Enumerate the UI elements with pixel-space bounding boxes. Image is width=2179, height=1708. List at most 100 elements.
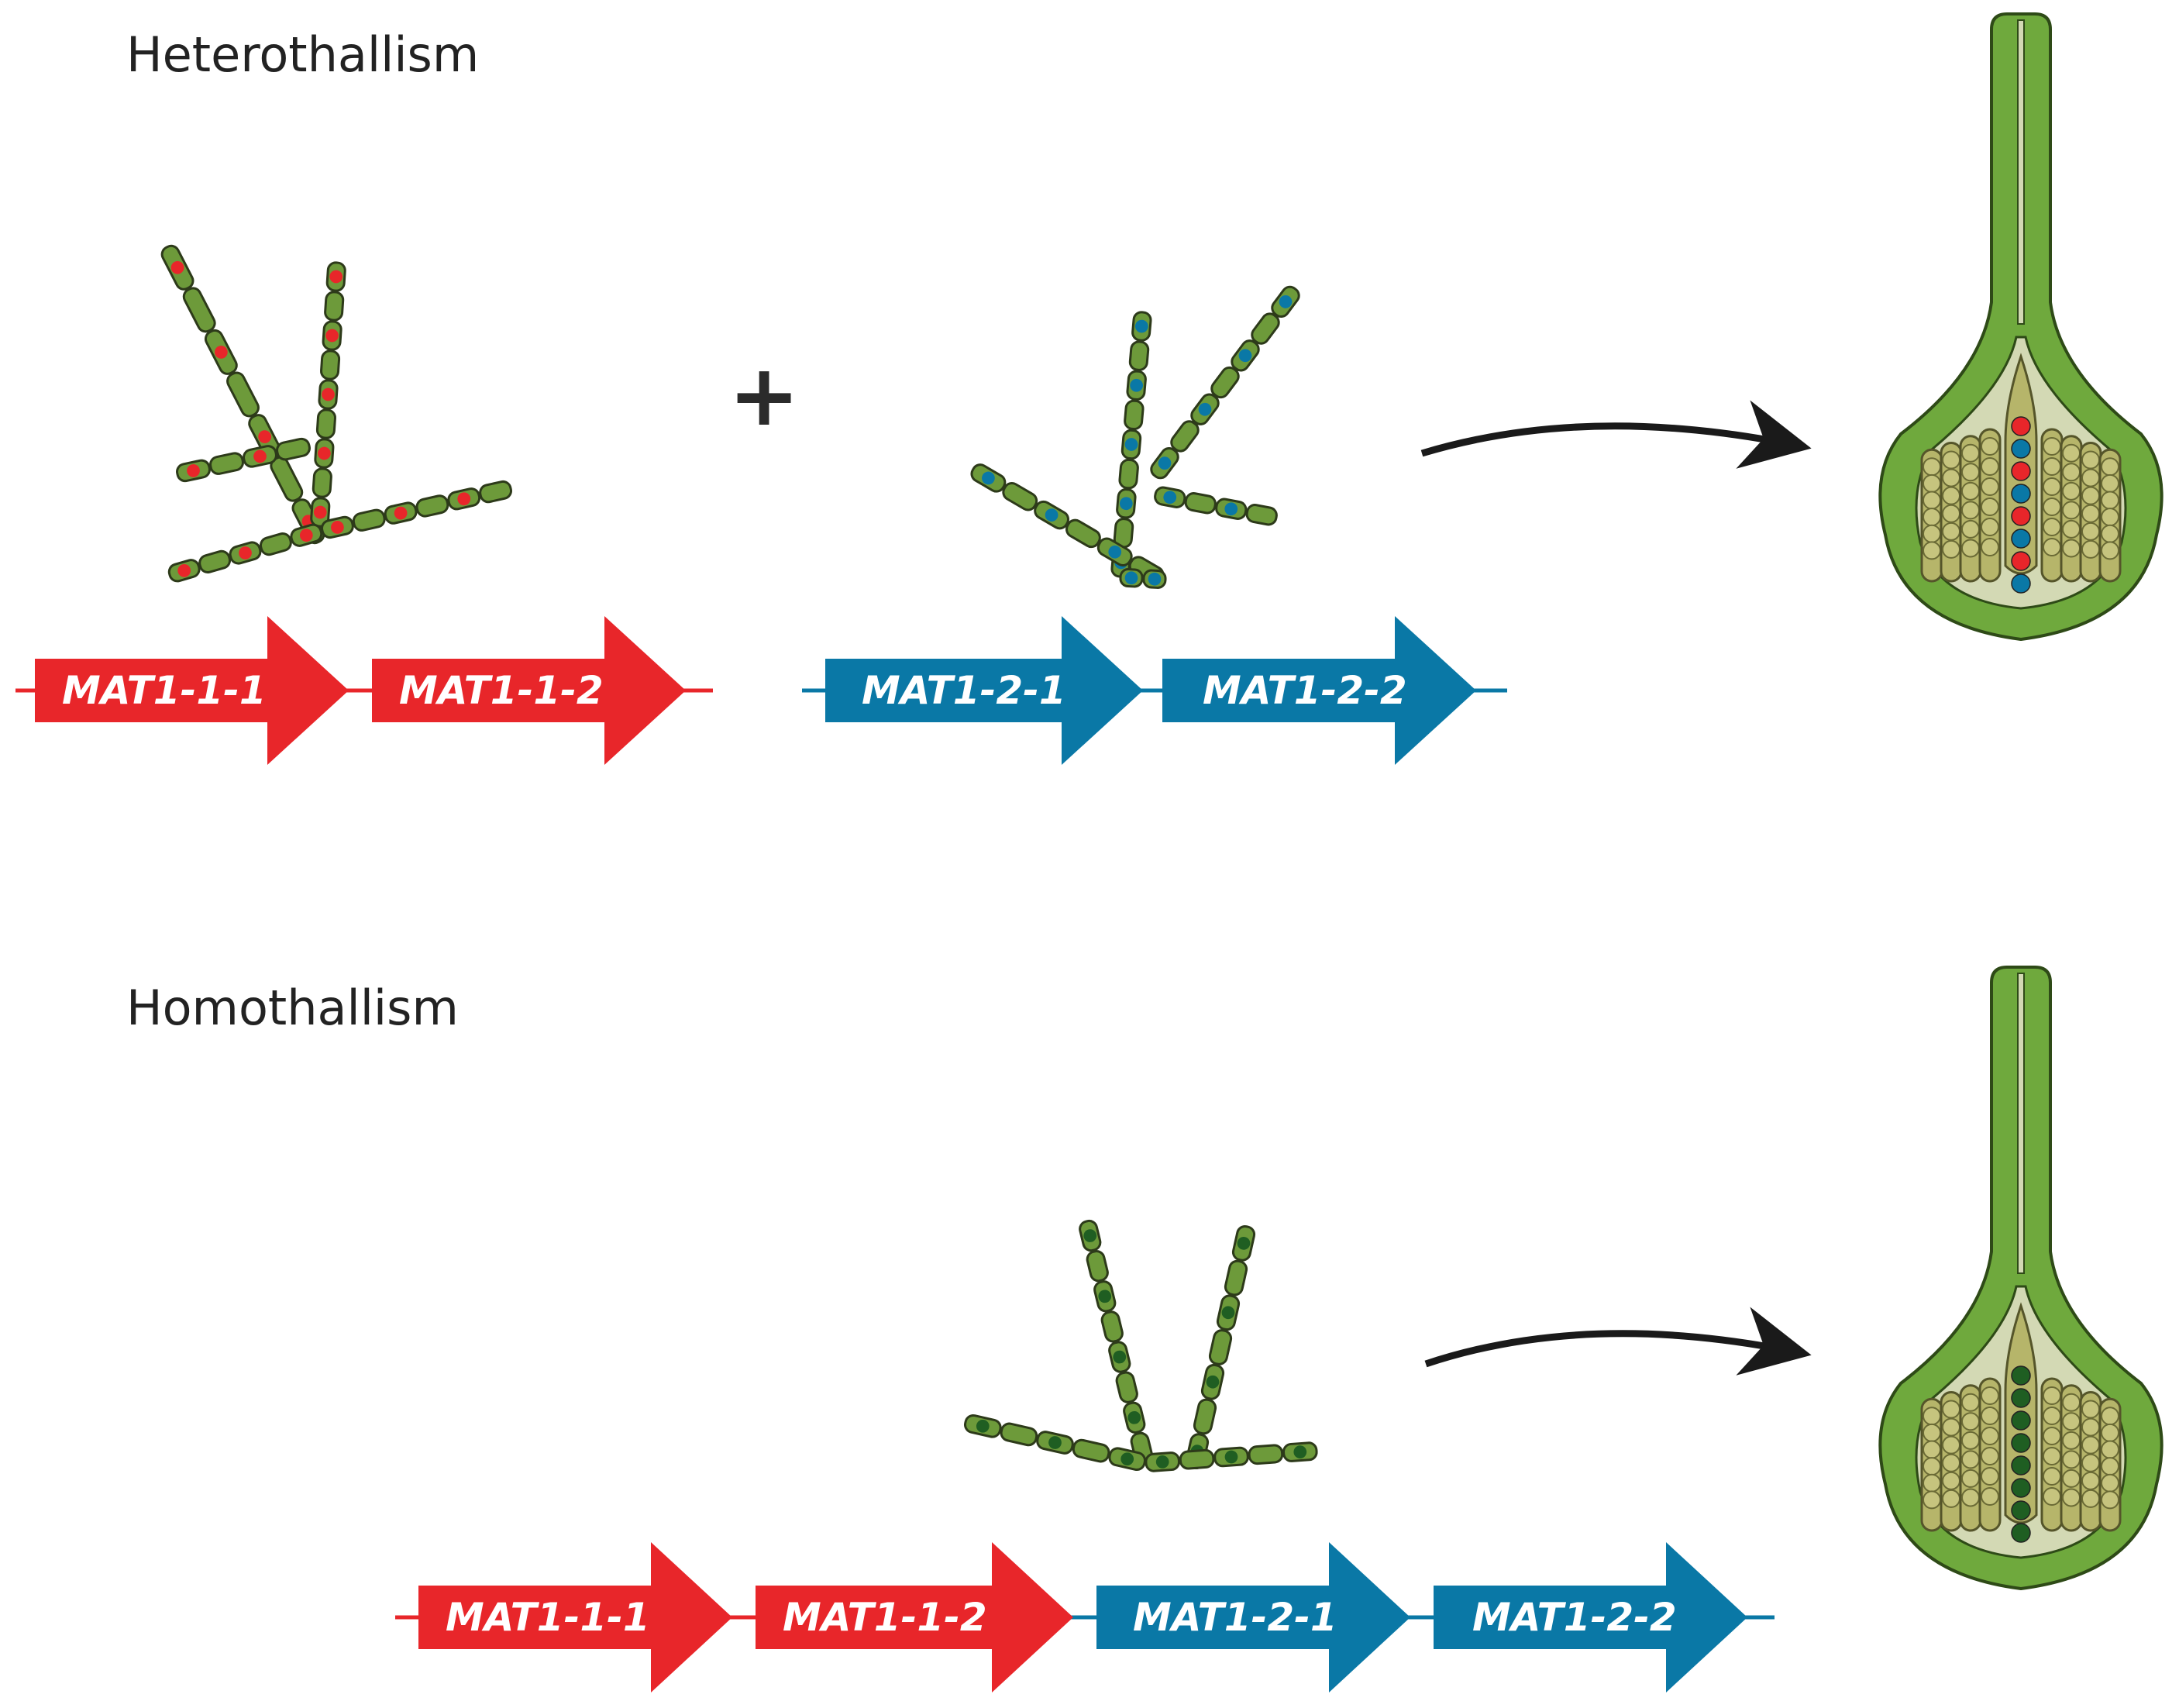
nucleus bbox=[1048, 1436, 1062, 1449]
ascospore-nucleus bbox=[2011, 573, 2031, 594]
nucleus bbox=[1108, 545, 1122, 559]
ascus bbox=[2060, 435, 2083, 583]
ascus bbox=[2079, 1391, 2102, 1532]
nucleus bbox=[394, 506, 408, 520]
hypha-cell bbox=[1000, 1422, 1038, 1447]
ascospore-nucleus bbox=[2011, 1410, 2031, 1431]
nucleus bbox=[1120, 1452, 1134, 1466]
nucleus bbox=[1206, 1375, 1220, 1389]
gene-arrow-mat1-1-1 bbox=[35, 616, 349, 765]
nucleus bbox=[325, 329, 339, 343]
nucleus bbox=[331, 521, 344, 534]
gene-label-homo-mat1-1-1: MAT1-1-1 bbox=[446, 1595, 650, 1640]
nucleus bbox=[1130, 378, 1144, 392]
hypha-cell bbox=[1184, 492, 1217, 515]
homothallic-mycelium bbox=[964, 1219, 1318, 1472]
ostiole-canal bbox=[2017, 19, 2025, 325]
nucleus bbox=[1224, 1450, 1238, 1464]
hypha-cell bbox=[1224, 1259, 1248, 1296]
hypha-cell bbox=[1208, 1329, 1233, 1365]
hypha-cell bbox=[312, 467, 332, 498]
ascospore-nucleus bbox=[2011, 484, 2031, 504]
hypha-cell bbox=[1115, 1371, 1138, 1403]
nucleus bbox=[982, 471, 995, 485]
ascospore-nucleus bbox=[2011, 506, 2031, 526]
hypha-branch bbox=[167, 523, 323, 583]
nucleus bbox=[1221, 1306, 1235, 1320]
nucleus bbox=[313, 505, 327, 519]
gene-arrow-homo-mat1-2-2 bbox=[1434, 1542, 1747, 1693]
perithecium-homothallic bbox=[1878, 966, 2164, 1591]
gene-label-mat1-2-2: MAT1-2-2 bbox=[1203, 668, 1407, 713]
ascospore-nucleus bbox=[2011, 1388, 2031, 1408]
hypha-branch bbox=[321, 480, 512, 539]
hypha-cell bbox=[320, 350, 341, 381]
hypha-cell bbox=[1193, 1398, 1217, 1435]
nucleus bbox=[1158, 456, 1172, 470]
ascospore-nucleus bbox=[2011, 1523, 2031, 1543]
mating-arrow-icon bbox=[1420, 400, 1812, 469]
ascus bbox=[1959, 1384, 1982, 1532]
hypha-cell bbox=[1072, 1438, 1110, 1463]
ascospore-nucleus bbox=[2011, 1455, 2031, 1476]
ascospore-nucleus bbox=[2011, 529, 2031, 549]
nucleus bbox=[1155, 1455, 1169, 1469]
heterothallism-title: Heterothallism bbox=[126, 26, 479, 83]
gene-label-homo-mat1-2-1: MAT1-2-1 bbox=[1133, 1595, 1337, 1640]
hypha-branch bbox=[1145, 1441, 1318, 1472]
nucleus bbox=[329, 270, 343, 284]
hypha-cell bbox=[1128, 340, 1150, 371]
hypha-cell bbox=[1248, 1444, 1284, 1465]
homothallic-mat-locus: MAT1-1-1 MAT1-1-2 MAT1-2-1 MAT1-2-2 bbox=[395, 1542, 1775, 1693]
nucleus bbox=[187, 464, 200, 477]
ascus bbox=[2098, 1397, 2122, 1532]
hypha-branch bbox=[964, 1414, 1146, 1472]
mat1-1-mycelium bbox=[160, 244, 512, 583]
ascus bbox=[1920, 1397, 1943, 1532]
nucleus bbox=[170, 260, 184, 274]
hypha-cell bbox=[1002, 482, 1038, 511]
homothallism-title: Homothallism bbox=[126, 980, 459, 1036]
plus-operator: + bbox=[728, 346, 800, 445]
hypha-cell bbox=[182, 287, 216, 333]
hypha-cell bbox=[1170, 420, 1200, 453]
selfing-arrow-icon bbox=[1424, 1307, 1812, 1376]
nucleus bbox=[1163, 491, 1177, 504]
gene-arrow-homo-mat1-1-1 bbox=[418, 1542, 732, 1693]
perithecium-heterothallic bbox=[1878, 12, 2164, 642]
gene-label-homo-mat1-1-2: MAT1-1-2 bbox=[783, 1595, 987, 1640]
nucleus bbox=[1279, 294, 1293, 308]
hypha-cell bbox=[226, 371, 260, 418]
hypha-branch bbox=[1154, 486, 1278, 526]
mat1-2-mycelium bbox=[970, 285, 1300, 589]
ascus bbox=[2060, 1384, 2083, 1532]
nucleus bbox=[239, 546, 252, 560]
nucleus bbox=[1124, 438, 1138, 451]
nucleus bbox=[1293, 1445, 1307, 1458]
gene-arrow-homo-mat1-1-2 bbox=[756, 1542, 1073, 1693]
hypha-cell bbox=[1245, 504, 1278, 526]
nucleus bbox=[258, 430, 272, 443]
hypha-branch bbox=[310, 261, 346, 528]
nucleus bbox=[1098, 1290, 1112, 1303]
hypha-cell bbox=[1124, 399, 1145, 431]
hypha-cell bbox=[1065, 518, 1101, 549]
ascospore-nucleus bbox=[2011, 439, 2031, 459]
hypha-cell bbox=[415, 494, 449, 518]
ascospore-nucleus bbox=[2011, 1433, 2031, 1453]
nucleus bbox=[318, 446, 331, 460]
gene-arrow-mat1-2-2 bbox=[1162, 616, 1476, 765]
hypha-cell bbox=[479, 480, 512, 504]
hypha-cell bbox=[209, 452, 244, 475]
hypha-cell bbox=[198, 549, 232, 574]
ascus bbox=[1920, 448, 1943, 583]
mat1-2-locus: MAT1-2-1 MAT1-2-2 bbox=[802, 616, 1507, 765]
gene-arrow-homo-mat1-2-1 bbox=[1096, 1542, 1410, 1693]
ascus bbox=[2098, 448, 2122, 583]
hypha-cell bbox=[276, 437, 311, 461]
ascus bbox=[1978, 1377, 2002, 1532]
ascospore-nucleus bbox=[2011, 1478, 2031, 1498]
hypha-branch bbox=[1185, 1225, 1256, 1469]
ascus bbox=[2079, 442, 2102, 583]
